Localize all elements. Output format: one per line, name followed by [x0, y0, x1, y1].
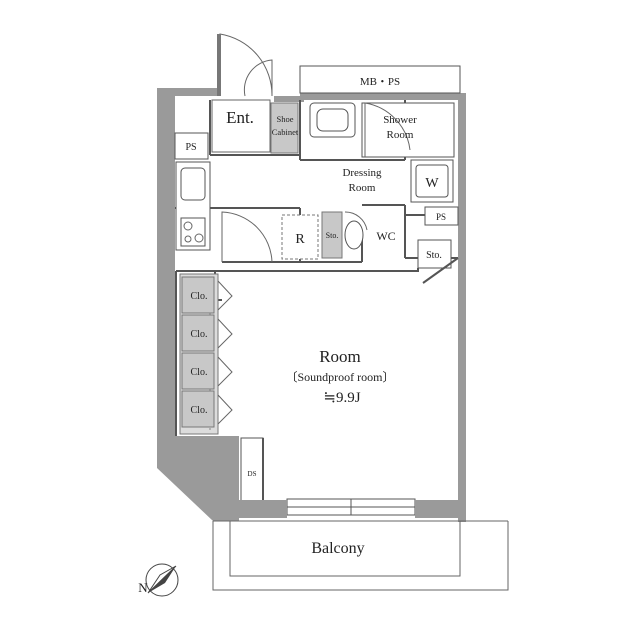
shoe-cabinet-label-line1: Shoe: [277, 114, 294, 124]
room-size: ≒9.9J: [323, 390, 360, 406]
wc-storage: [321, 211, 343, 259]
washer-label: W: [425, 176, 439, 191]
closet-3: [181, 352, 215, 390]
shoe-cabinet-label-line2: Cabinet: [272, 127, 299, 137]
north-label: N: [138, 580, 148, 595]
entrance-side-door: [243, 59, 273, 97]
refrigerator-space: [281, 214, 319, 260]
kitchen-sink: [180, 167, 206, 201]
refrigerator-label: R: [295, 232, 305, 247]
room-bottom-wall-left: [239, 500, 287, 518]
balcony-outline: [212, 520, 509, 591]
ps-right-shaft: [424, 206, 459, 226]
closet-4: [181, 390, 215, 428]
shower-room-label-line1: Shower: [383, 114, 417, 126]
room-outline: [175, 257, 459, 436]
mb-ps-label: MB・PS: [360, 76, 400, 88]
vanity-basin-inner: [316, 108, 349, 132]
room-name: Room: [319, 347, 361, 366]
entrance-label: Ent.: [226, 108, 254, 127]
ds-label: DS: [248, 470, 257, 478]
stove-burner-2: [194, 233, 204, 243]
closet-1: [181, 276, 215, 314]
entrance-door-leaf: [217, 34, 221, 96]
wc-label: WC: [376, 229, 395, 243]
shower-door-swing: [364, 102, 411, 157]
room-bottom-wall-right: [415, 500, 466, 518]
ps-right-label: PS: [436, 212, 446, 222]
left-exterior-wall: [157, 88, 239, 521]
balcony-label: Balcony: [311, 540, 364, 557]
storage-right: [417, 239, 452, 269]
closet-2: [181, 314, 215, 352]
wc-door-swing: [344, 211, 368, 231]
north-arrow-icon: [145, 563, 179, 597]
storage-right-label: Sto.: [426, 250, 442, 261]
closet-2-label: Clo.: [191, 329, 208, 340]
mb-ps-shaft: [299, 65, 461, 94]
ps-left-shaft: [174, 132, 209, 160]
dressing-room-label-line2: Room: [349, 182, 376, 194]
room-note: 〔Soundproof room〕: [286, 370, 395, 384]
kitchen-door-swing: [221, 211, 273, 263]
shower-room: [361, 102, 455, 158]
top-wall-mid: [274, 96, 304, 102]
stove-burner-3: [184, 235, 192, 243]
closet-4-label: Clo.: [191, 405, 208, 416]
shower-room-label-line2: Room: [387, 129, 414, 141]
closet-3-label: Clo.: [191, 367, 208, 378]
entrance-door: [219, 33, 273, 97]
closet-1-label: Clo.: [191, 291, 208, 302]
shoe-cabinet: [270, 102, 299, 154]
top-wall-right: [300, 93, 466, 100]
washing-machine-pan: [415, 164, 449, 198]
entrance-area: [211, 99, 271, 153]
stove-burner-1: [183, 221, 193, 231]
right-exterior-wall: [458, 96, 466, 522]
ps-left-label: PS: [185, 142, 196, 153]
wc-storage-label: Sto.: [326, 231, 339, 240]
closet-door-swings: [217, 280, 233, 425]
toilet: [344, 220, 364, 250]
top-wall-left: [157, 88, 217, 96]
dressing-room-label-line1: Dressing: [342, 167, 382, 179]
